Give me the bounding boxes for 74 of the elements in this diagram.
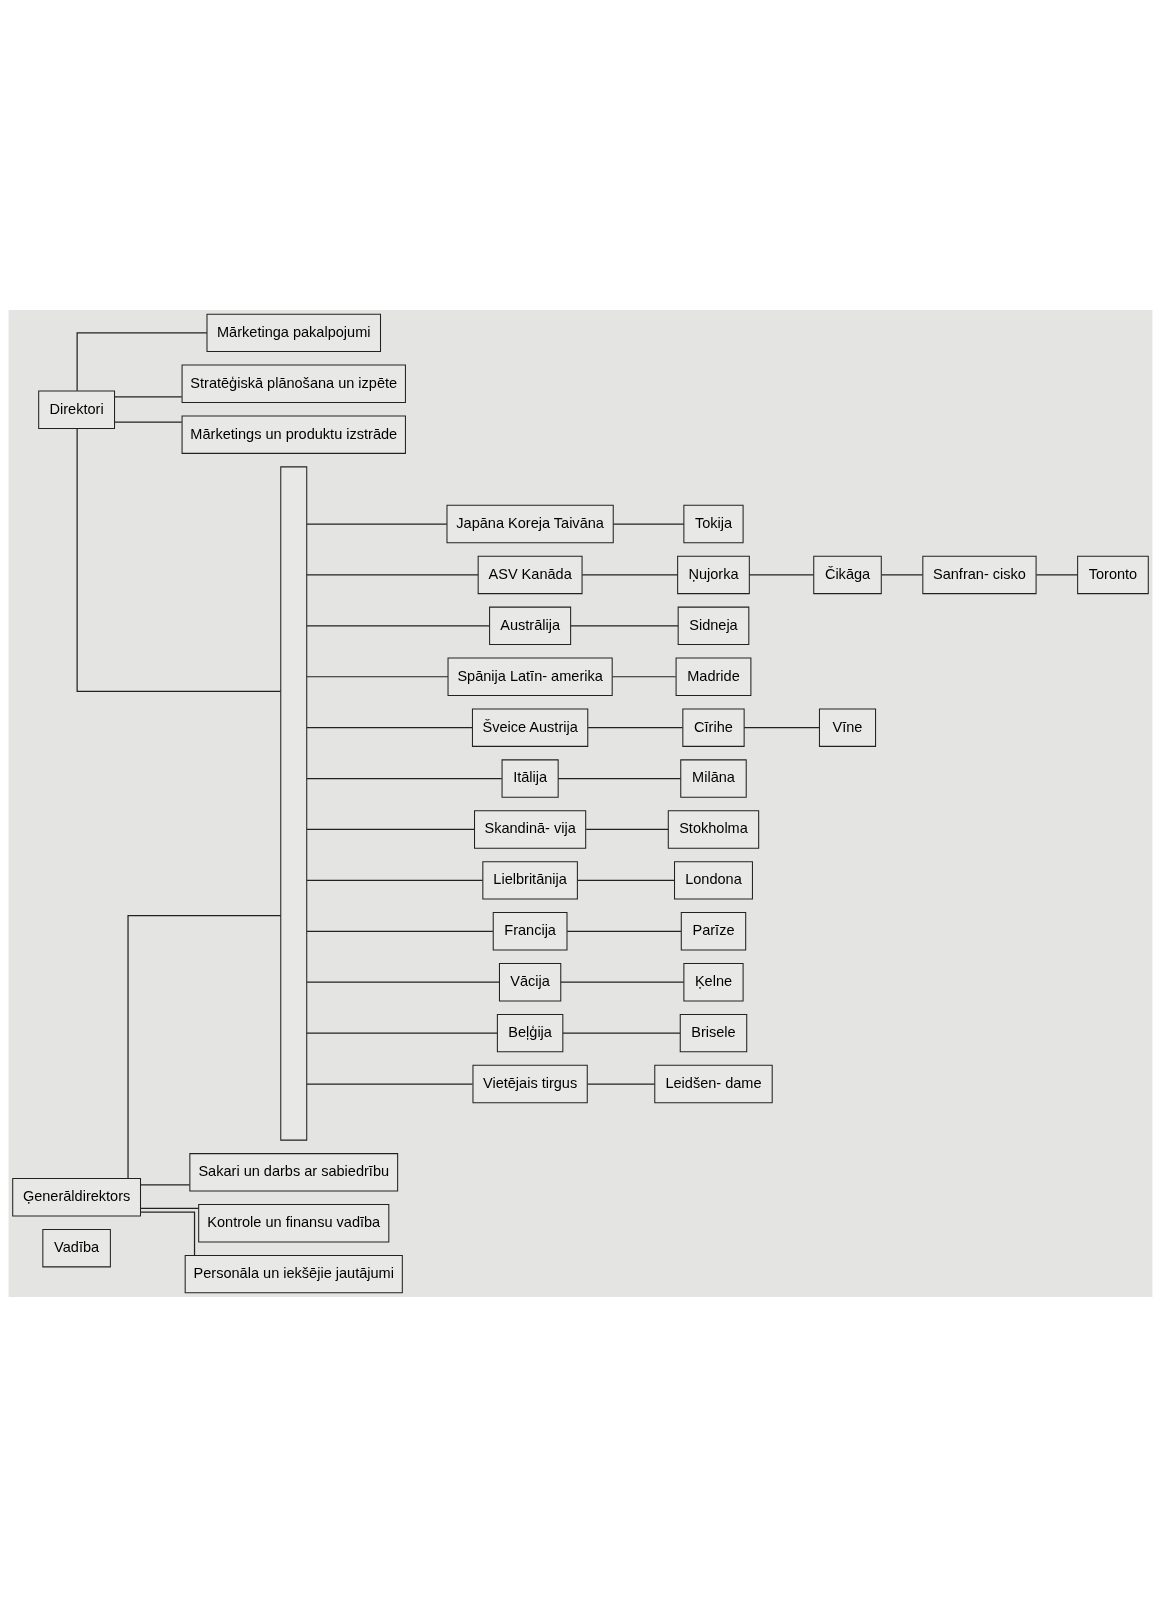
node-box: ASV Kanāda <box>477 555 583 595</box>
node-box: Leidšen- dame <box>654 1064 773 1104</box>
node-box: Mārketinga pakalpojumi <box>206 313 381 353</box>
node-bar <box>280 466 308 1141</box>
connector <box>306 676 449 678</box>
node-box: Skandinā- vija <box>474 810 587 849</box>
connector <box>581 574 679 576</box>
node-box: Brisele <box>679 1013 748 1053</box>
connector <box>306 574 479 576</box>
connector <box>114 396 183 398</box>
node-box: Milāna <box>680 759 747 798</box>
connector <box>306 1083 474 1085</box>
node-box: Cīrihe <box>682 708 745 747</box>
connector <box>557 777 682 780</box>
node-box: Francija <box>492 912 568 951</box>
node-box: Ņujorka <box>677 555 750 595</box>
node-box: Parīze <box>680 912 747 951</box>
connector <box>76 332 208 392</box>
node-box: Sidneja <box>677 606 750 646</box>
node-box: Sanfran- cisko <box>922 555 1037 595</box>
connector <box>306 523 448 525</box>
node-box: Sakari un darbs ar sabiedrību <box>189 1153 399 1192</box>
node-box: Vīne <box>818 708 877 747</box>
connector <box>560 981 685 983</box>
connector <box>306 981 500 983</box>
connector <box>306 727 473 729</box>
connector <box>306 625 490 627</box>
connector <box>587 1083 656 1085</box>
node-box: Ģenerāldirektors <box>12 1178 142 1217</box>
connector <box>306 777 503 780</box>
connector <box>587 727 684 729</box>
node-box: Direktori <box>38 390 116 429</box>
connector <box>306 930 494 932</box>
node-box: Vadība <box>42 1228 111 1268</box>
connector <box>306 1032 498 1034</box>
node-box: Itālija <box>501 759 559 798</box>
node-box: Madride <box>675 657 752 696</box>
connector <box>577 879 675 881</box>
connector <box>585 828 669 831</box>
node-box: Japāna Koreja Taivāna <box>446 504 614 544</box>
connector <box>612 523 685 525</box>
node-box: Vācija <box>498 963 562 1002</box>
node-box: Austrālija <box>489 606 572 646</box>
connector <box>140 1211 196 1256</box>
connector <box>139 1207 200 1209</box>
node-box: Stratēģiskā plānošana un izpēte <box>181 364 406 403</box>
node-box: Kontrole un finansu vadība <box>198 1204 390 1243</box>
node-box: Vietējais tirgus <box>472 1064 588 1104</box>
node-box: Lielbritānija <box>482 861 578 900</box>
node-box: Mārketings un produktu izstrāde <box>181 415 406 454</box>
connector <box>748 574 814 576</box>
connector <box>76 428 282 692</box>
node-box: Beļģija <box>496 1013 564 1053</box>
connector <box>562 1032 681 1034</box>
connector <box>611 676 677 678</box>
node-box: Ķelne <box>683 963 744 1002</box>
node-box: Spānija Latīn- amerika <box>447 657 613 696</box>
connector <box>570 625 679 627</box>
node-box: Stokholma <box>667 810 760 849</box>
node-box: Šveice Austrija <box>471 708 589 747</box>
node-box: Toronto <box>1077 555 1149 595</box>
connector <box>566 930 682 932</box>
connector <box>114 421 183 423</box>
connector <box>306 879 484 881</box>
connector <box>306 828 475 831</box>
node-box: Personāla un iekšējie jautājumi <box>184 1254 403 1294</box>
connector <box>127 915 282 1179</box>
node-box: Čikāga <box>813 555 882 595</box>
connector <box>139 1184 191 1186</box>
node-box: Tokija <box>683 504 744 544</box>
connector <box>1035 574 1078 576</box>
node-box: Londona <box>674 861 753 900</box>
connector <box>743 727 820 729</box>
connector <box>880 574 924 576</box>
